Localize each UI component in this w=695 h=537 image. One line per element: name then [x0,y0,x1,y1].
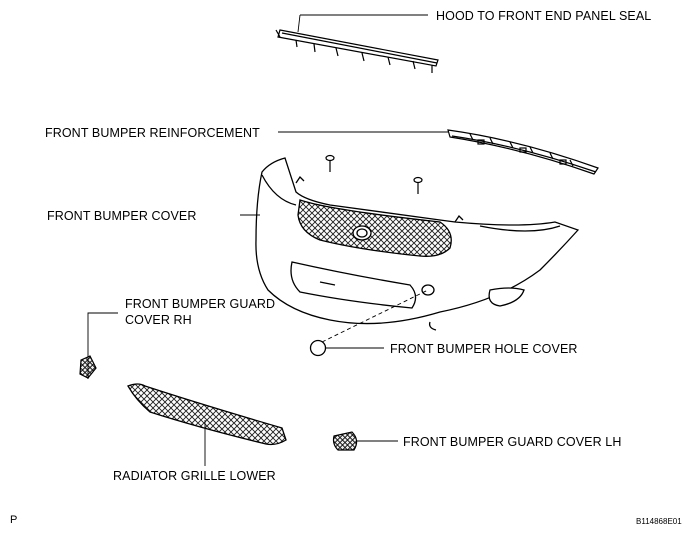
bumper-cover-part [255,157,580,331]
label-bumper-cover: FRONT BUMPER COVER [47,209,197,223]
label-reinforcement: FRONT BUMPER REINFORCEMENT [45,126,260,140]
label-hole-cover: FRONT BUMPER HOLE COVER [390,342,578,356]
label-guard-cover-lh: FRONT BUMPER GUARD COVER LH [403,435,622,449]
leader-lines [87,14,448,466]
page-mark: P [10,514,18,526]
guard-cover-lh-part [332,431,358,451]
grille-lower-part [127,383,287,446]
label-grille-lower: RADIATOR GRILLE LOWER [113,469,276,483]
label-hood-seal: HOOD TO FRONT END PANEL SEAL [436,9,652,23]
label-guard-cover-rh-line2: COVER RH [125,313,192,327]
figure-code: B114868E01 [636,517,682,526]
clip-fasteners [325,154,423,194]
hole-cover-part [309,339,327,357]
hood-seal-part [275,29,439,73]
label-guard-cover-rh-line1: FRONT BUMPER GUARD [125,297,276,311]
reinforcement-part [447,129,599,175]
